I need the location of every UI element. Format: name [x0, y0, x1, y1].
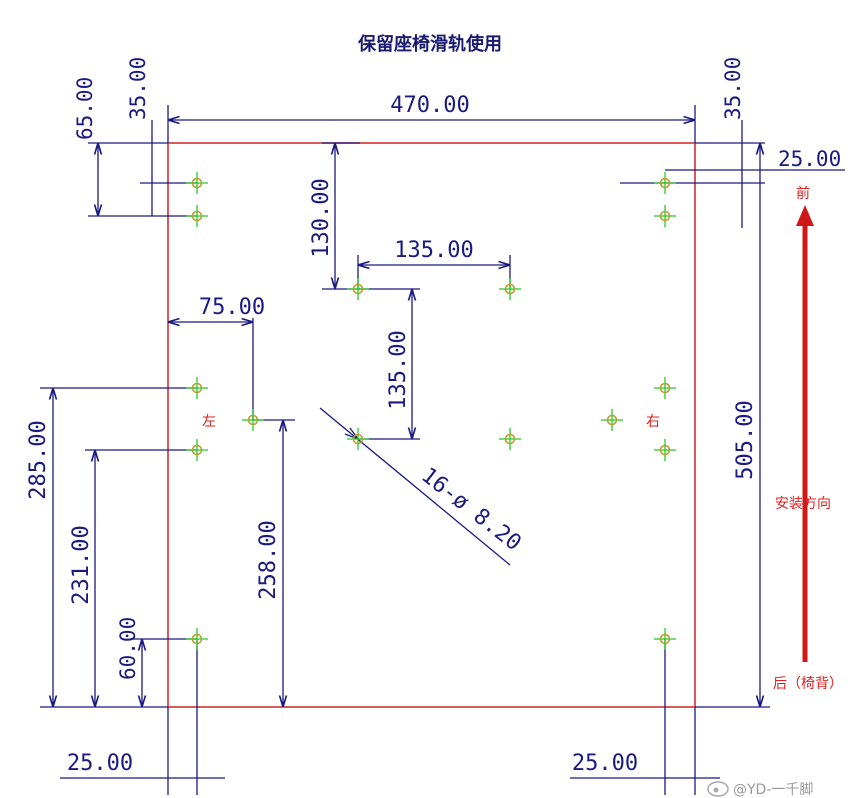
hole-marker: [654, 377, 676, 399]
dim-65-text: 65.00: [73, 77, 97, 140]
hole-marker: [499, 278, 521, 300]
weibo-icon: [707, 781, 729, 797]
dim-470-text: 470.00: [390, 93, 469, 118]
watermark: @YD-一千脚: [707, 781, 813, 798]
hole-marker: [654, 628, 676, 650]
plate-outline: [167, 142, 696, 708]
dim-505-text: 505.00: [733, 400, 758, 479]
dim-60-text: 60.00: [116, 617, 140, 680]
hole-marker: [654, 172, 676, 194]
hole-marker: [186, 628, 208, 650]
label-rear: 后（椅背）: [773, 676, 843, 692]
dim-130-text: 130.00: [309, 178, 334, 257]
hole-marker: [654, 439, 676, 461]
dim-25-right-text: 25.00: [778, 147, 841, 171]
hole-callout-leader: [319, 407, 511, 566]
dim-231-text: 231.00: [69, 525, 94, 604]
dim-75-text: 75.00: [199, 295, 265, 320]
hole-marker: [347, 428, 369, 450]
hole-marker: [347, 278, 369, 300]
holes-callout-text: 16-ø 8.20: [416, 463, 525, 556]
dim-35-right-text: 35.00: [721, 57, 745, 120]
hole-callout-arrow: [344, 427, 359, 440]
dim-258-text: 258.00: [256, 520, 281, 599]
label-left: 左: [202, 414, 216, 430]
dim-35-left-text: 35.00: [126, 57, 150, 120]
dim-135-v-text: 135.00: [386, 330, 411, 409]
arrow-up-icon: [796, 205, 814, 662]
watermark-text: @YD-一千脚: [733, 782, 813, 798]
hole-marker: [186, 172, 208, 194]
hole-marker: [186, 205, 208, 227]
label-front: 前: [796, 185, 810, 202]
dim-25-bottom-left-text: 25.00: [67, 751, 133, 776]
dim-135-h-text: 135.00: [394, 238, 473, 263]
hole-marker: [601, 409, 623, 431]
dim-25-bottom-right-text: 25.00: [572, 751, 638, 776]
dim-285-text: 285.00: [26, 420, 51, 499]
mounting-holes: [186, 172, 676, 650]
hole-marker: [654, 205, 676, 227]
label-right: 右: [646, 414, 660, 430]
hole-marker: [499, 428, 521, 450]
hole-marker: [242, 409, 264, 431]
hole-marker: [186, 377, 208, 399]
drawing-title: 保留座椅滑轨使用: [357, 33, 502, 55]
hole-marker: [186, 439, 208, 461]
